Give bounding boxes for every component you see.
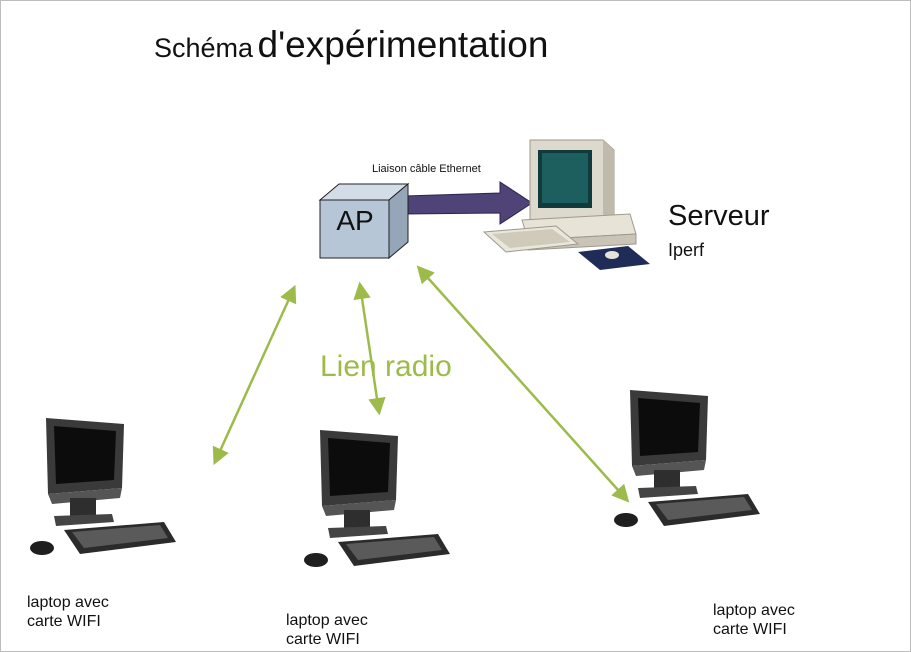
radio-link-middle	[353, 281, 386, 416]
laptop-3-label: laptop avec carte WIFI	[713, 601, 795, 639]
ethernet-cable-label: Liaison câble Ethernet	[372, 163, 481, 175]
laptop-1-line-2: carte WIFI	[27, 613, 101, 630]
radio-link-label: Lien radio	[320, 350, 452, 383]
laptop-2-label: laptop avec carte WIFI	[286, 611, 368, 649]
server-software-label: Iperf	[668, 240, 705, 260]
laptop-1-icon	[30, 418, 176, 555]
access-point-box	[318, 182, 410, 260]
radio-link-right	[416, 265, 630, 503]
radio-link-left	[212, 284, 297, 466]
laptop-3-line-1: laptop avec	[713, 602, 795, 619]
ap-label: AP	[336, 205, 374, 236]
laptop-3-line-2: carte WIFI	[713, 621, 787, 638]
laptop-2-line-2: carte WIFI	[286, 631, 360, 648]
laptop-1-line-1: laptop avec	[27, 594, 109, 611]
page-title: Schéma d'expérimentation	[154, 24, 548, 66]
title-part-2: d'expérimentation	[257, 24, 549, 65]
server-label: Serveur	[668, 200, 770, 232]
title-part-1: Schéma	[154, 33, 254, 63]
server-computer-icon	[482, 139, 650, 270]
laptop-2-icon	[304, 430, 450, 567]
laptop-3-icon	[614, 390, 760, 527]
ethernet-cable-arrow	[403, 181, 533, 225]
laptop-2-line-1: laptop avec	[286, 612, 368, 629]
laptop-1-label: laptop avec carte WIFI	[27, 593, 109, 631]
